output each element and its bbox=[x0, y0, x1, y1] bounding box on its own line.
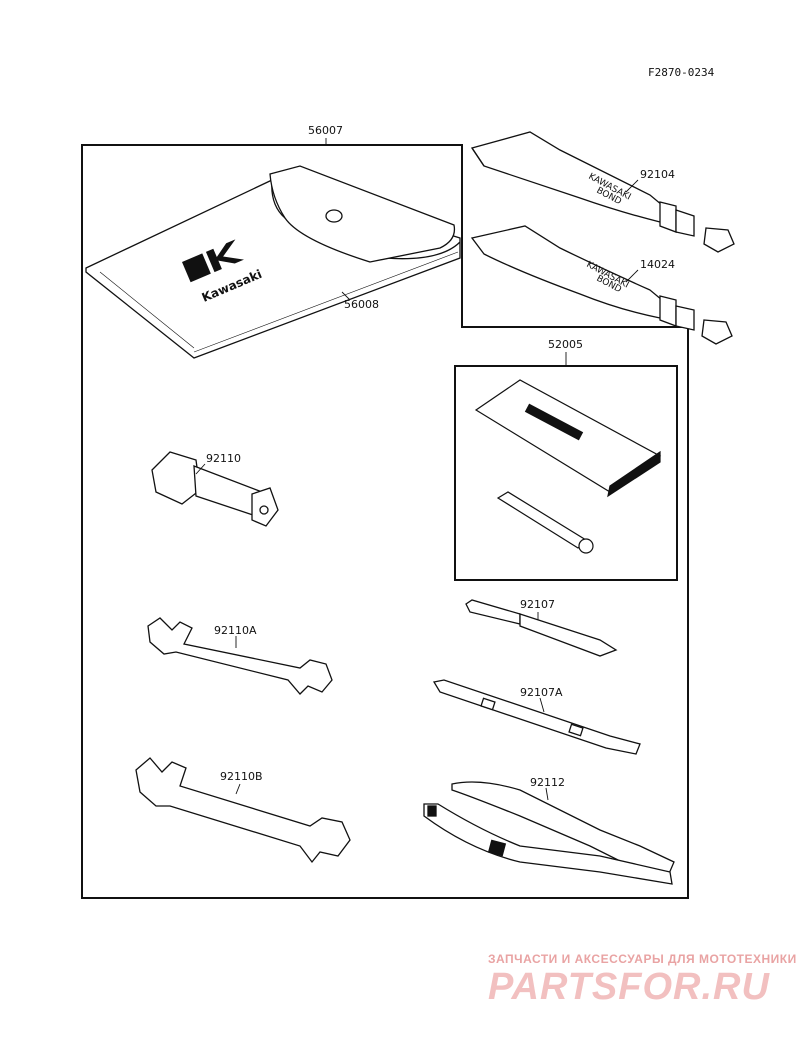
label-pliers: 92112 bbox=[530, 776, 565, 789]
kawasaki-logo bbox=[182, 239, 244, 283]
label-bond-a: 92104 bbox=[640, 168, 675, 181]
wrench-a bbox=[147, 617, 333, 695]
bond-tube-a bbox=[470, 131, 735, 253]
watermark-logo: PARTSFOR.RU bbox=[488, 966, 770, 1008]
label-kit: 52005 bbox=[548, 338, 583, 351]
screwdriver-handle bbox=[432, 679, 641, 755]
instruction-card bbox=[474, 379, 662, 498]
label-bond-b: 14024 bbox=[640, 258, 675, 271]
reference-code: F2870-0234 bbox=[648, 66, 715, 79]
wrench-b bbox=[135, 757, 351, 864]
plug-wrench bbox=[151, 451, 279, 527]
leader-lines bbox=[195, 138, 639, 801]
label-wrench-a: 92110A bbox=[214, 624, 257, 637]
label-screwdriver-handle: 92107A bbox=[520, 686, 563, 699]
label-bag: 56008 bbox=[344, 298, 379, 311]
snap-button bbox=[325, 209, 343, 223]
screwdriver bbox=[465, 599, 618, 657]
watermark-tagline: ЗАПЧАСТИ И АКСЕССУАРЫ ДЛЯ МОТОТЕХНИКИ bbox=[488, 952, 797, 966]
tool-bag bbox=[85, 165, 461, 359]
pliers bbox=[423, 781, 675, 885]
patch-tube bbox=[496, 491, 594, 554]
label-screwdriver: 92107 bbox=[520, 598, 555, 611]
bond-tube-b bbox=[470, 225, 733, 345]
label-bag-outer: 56007 bbox=[308, 124, 343, 137]
label-plug-wrench: 92110 bbox=[206, 452, 241, 465]
label-wrench-b: 92110B bbox=[220, 770, 263, 783]
